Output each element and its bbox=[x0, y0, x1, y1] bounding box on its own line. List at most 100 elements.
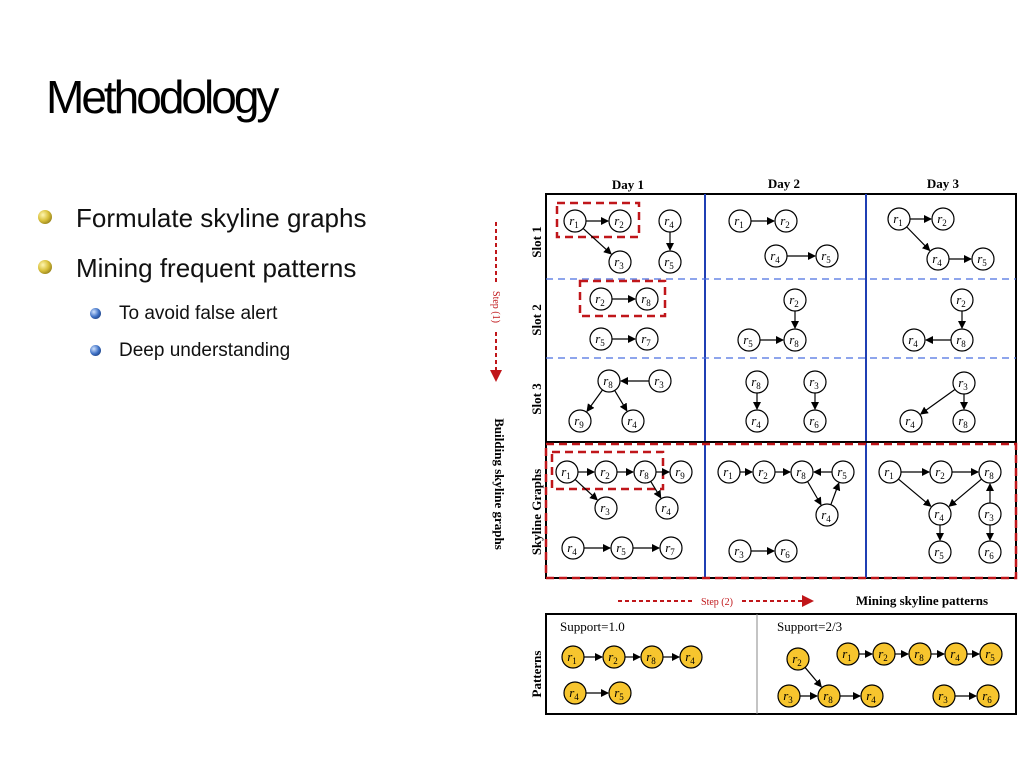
node-circle bbox=[752, 460, 776, 484]
highlight-box bbox=[555, 201, 641, 239]
day-header: Day 1 bbox=[612, 177, 644, 192]
node-circle bbox=[679, 645, 703, 669]
sub-bullet-item: To avoid false alert bbox=[38, 300, 366, 337]
node-label: r3 bbox=[654, 373, 664, 390]
node-circle bbox=[774, 209, 798, 233]
graph-node: r8 bbox=[790, 460, 814, 484]
node-circle bbox=[971, 247, 995, 271]
node-circle bbox=[803, 370, 827, 394]
bullet-dot-icon bbox=[38, 260, 52, 274]
node-label: r1 bbox=[567, 649, 577, 666]
graph-node: r2 bbox=[602, 645, 626, 669]
bullet-list: Formulate skyline graphs Mining frequent… bbox=[38, 200, 366, 374]
graph-node: r5 bbox=[928, 540, 952, 564]
graph-node: r1 bbox=[561, 645, 585, 669]
day-header: Day 3 bbox=[927, 176, 960, 191]
graph-edges bbox=[574, 215, 994, 700]
node-circle bbox=[978, 502, 1002, 526]
graph-node: r1 bbox=[887, 207, 911, 231]
node-label: r1 bbox=[893, 211, 903, 228]
node-label: r5 bbox=[821, 248, 831, 265]
graph-node: r8 bbox=[745, 370, 769, 394]
node-label: r6 bbox=[982, 688, 992, 705]
node-circle bbox=[608, 250, 632, 274]
node-circle bbox=[976, 684, 1000, 708]
graph-node: r1 bbox=[563, 209, 587, 233]
bullet-text: Formulate skyline graphs bbox=[76, 203, 367, 233]
node-label: r4 bbox=[627, 413, 637, 430]
node-label: r4 bbox=[950, 646, 960, 663]
graph-edge bbox=[906, 226, 931, 252]
node-label: r6 bbox=[809, 413, 819, 430]
node-circle bbox=[568, 409, 592, 433]
node-circle bbox=[608, 681, 632, 705]
node-circle bbox=[932, 684, 956, 708]
node-circle bbox=[929, 460, 953, 484]
graph-node: r8 bbox=[817, 684, 841, 708]
graph-node: r4 bbox=[621, 409, 645, 433]
graph-node: r4 bbox=[561, 536, 585, 560]
node-circle bbox=[658, 209, 682, 233]
node-label: r8 bbox=[796, 464, 806, 481]
node-circle bbox=[589, 327, 613, 351]
graph-node: r2 bbox=[950, 288, 974, 312]
node-circle bbox=[602, 645, 626, 669]
node-circle bbox=[555, 460, 579, 484]
node-label: r5 bbox=[614, 685, 624, 702]
node-circle bbox=[659, 536, 683, 560]
sub-bullet-dot-icon bbox=[90, 345, 101, 356]
node-circle bbox=[950, 328, 974, 352]
node-label: r3 bbox=[938, 688, 948, 705]
node-label: r2 bbox=[937, 211, 947, 228]
graph-node: r3 bbox=[777, 684, 801, 708]
node-label: r2 bbox=[614, 213, 624, 230]
node-circle bbox=[950, 288, 974, 312]
graph-edge bbox=[830, 482, 841, 505]
node-circle bbox=[669, 460, 693, 484]
node-label: r1 bbox=[842, 646, 852, 663]
node-label: r8 bbox=[639, 464, 649, 481]
node-circle bbox=[610, 536, 634, 560]
graph-node: r4 bbox=[679, 645, 703, 669]
graph-node: r3 bbox=[952, 371, 976, 395]
node-circle bbox=[597, 369, 621, 393]
node-label: r8 bbox=[956, 332, 966, 349]
node-label: r5 bbox=[985, 646, 995, 663]
graph-edge bbox=[614, 390, 628, 412]
node-label: r5 bbox=[837, 464, 847, 481]
graph-node: r8 bbox=[908, 642, 932, 666]
node-label: r2 bbox=[608, 649, 618, 666]
node-circle bbox=[563, 209, 587, 233]
node-label: r6 bbox=[984, 544, 994, 561]
graph-node: r2 bbox=[608, 209, 632, 233]
node-circle bbox=[608, 209, 632, 233]
node-circle bbox=[831, 460, 855, 484]
graph-node: r2 bbox=[786, 647, 810, 671]
node-circle bbox=[928, 502, 952, 526]
node-label: r9 bbox=[675, 464, 685, 481]
graph-node: r5 bbox=[658, 250, 682, 274]
node-circle bbox=[872, 642, 896, 666]
node-circle bbox=[790, 460, 814, 484]
node-label: r3 bbox=[783, 688, 793, 705]
graph-node: r2 bbox=[594, 460, 618, 484]
graph-node: r1 bbox=[717, 460, 741, 484]
row-label: Slot 3 bbox=[529, 383, 544, 415]
node-label: r8 bbox=[603, 373, 613, 390]
node-circle bbox=[737, 328, 761, 352]
node-circle bbox=[655, 496, 679, 520]
node-circle bbox=[908, 642, 932, 666]
node-label: r2 bbox=[792, 651, 802, 668]
graph-node: r4 bbox=[764, 244, 788, 268]
node-label: r3 bbox=[600, 500, 610, 517]
graph-node: r5 bbox=[737, 328, 761, 352]
node-circle bbox=[783, 328, 807, 352]
node-circle bbox=[928, 540, 952, 564]
graph-edge bbox=[804, 667, 822, 688]
node-label: r8 bbox=[984, 464, 994, 481]
graph-node: r3 bbox=[648, 369, 672, 393]
graph-node: r2 bbox=[774, 209, 798, 233]
node-label: r4 bbox=[905, 413, 915, 430]
graph-node: r9 bbox=[568, 409, 592, 433]
graph-edge bbox=[919, 388, 956, 415]
